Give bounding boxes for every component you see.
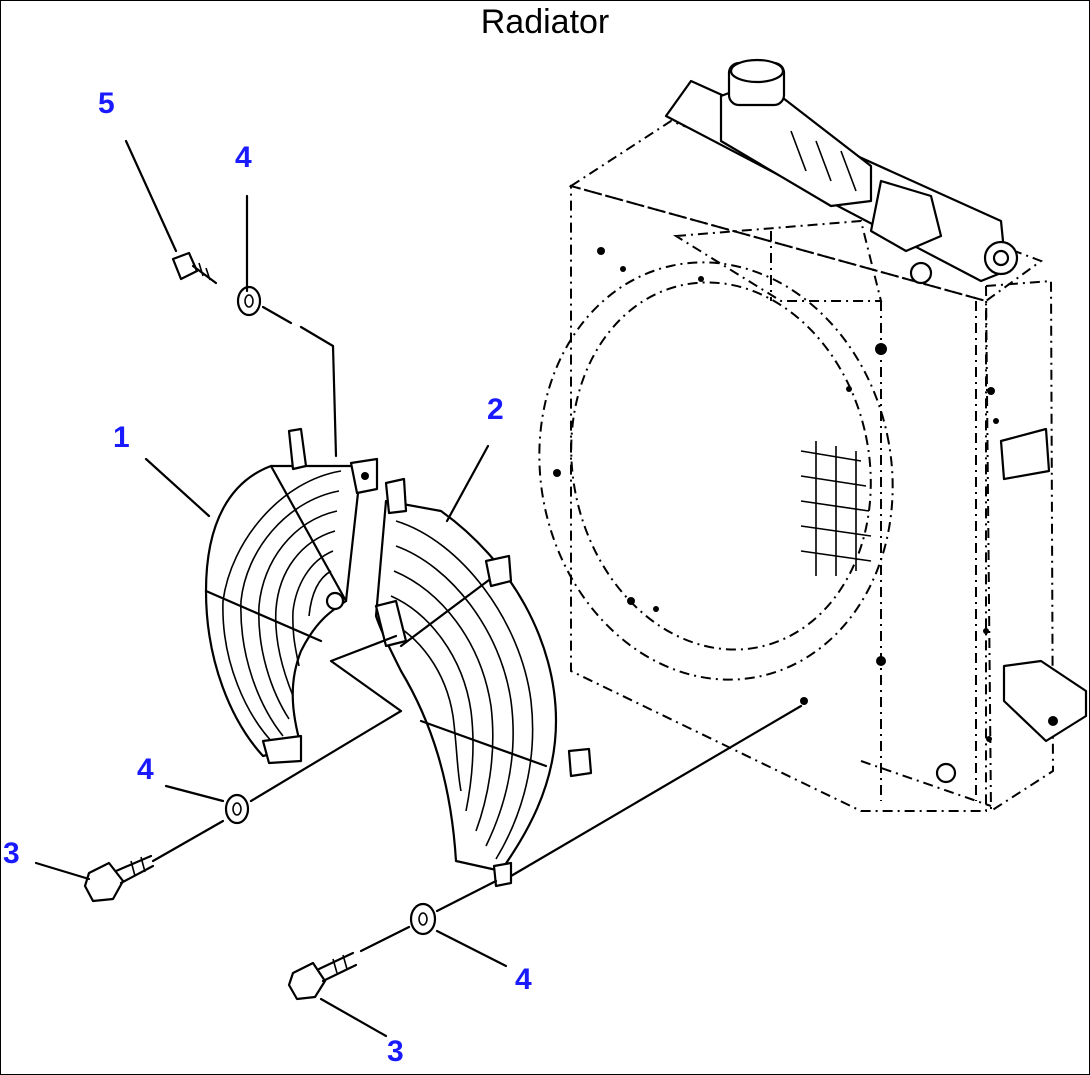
callout-4-bottom: 4 xyxy=(515,963,532,996)
fastener-washer-4-top xyxy=(236,285,262,317)
fastener-washer-4-left xyxy=(224,793,250,825)
fan-guard-2 xyxy=(374,477,593,888)
fastener-bolt-3-bottom xyxy=(287,951,358,1001)
callout-4-top: 4 xyxy=(235,141,252,174)
radiator-bolt-holes xyxy=(553,247,999,780)
fan-guard-1 xyxy=(204,427,379,765)
fastener-bolt-5 xyxy=(171,251,218,285)
fastener-washer-4-bottom xyxy=(409,902,437,936)
radiator-assembly xyxy=(538,58,1088,813)
radiator-side-brackets xyxy=(935,427,1088,784)
callout-2: 2 xyxy=(487,393,504,426)
callout-3-bottom: 3 xyxy=(387,1035,404,1068)
radiator-top-pipes xyxy=(664,58,1019,285)
callout-3-left: 3 xyxy=(3,837,20,870)
assembly-lines xyxy=(151,305,803,953)
callout-5-top: 5 xyxy=(98,87,115,120)
fastener-bolt-3-left xyxy=(83,854,155,903)
diagram-title: Radiator xyxy=(480,3,610,41)
callout-4-left: 4 xyxy=(137,753,154,786)
callout-leaders xyxy=(34,139,508,1038)
callout-1: 1 xyxy=(113,421,130,454)
